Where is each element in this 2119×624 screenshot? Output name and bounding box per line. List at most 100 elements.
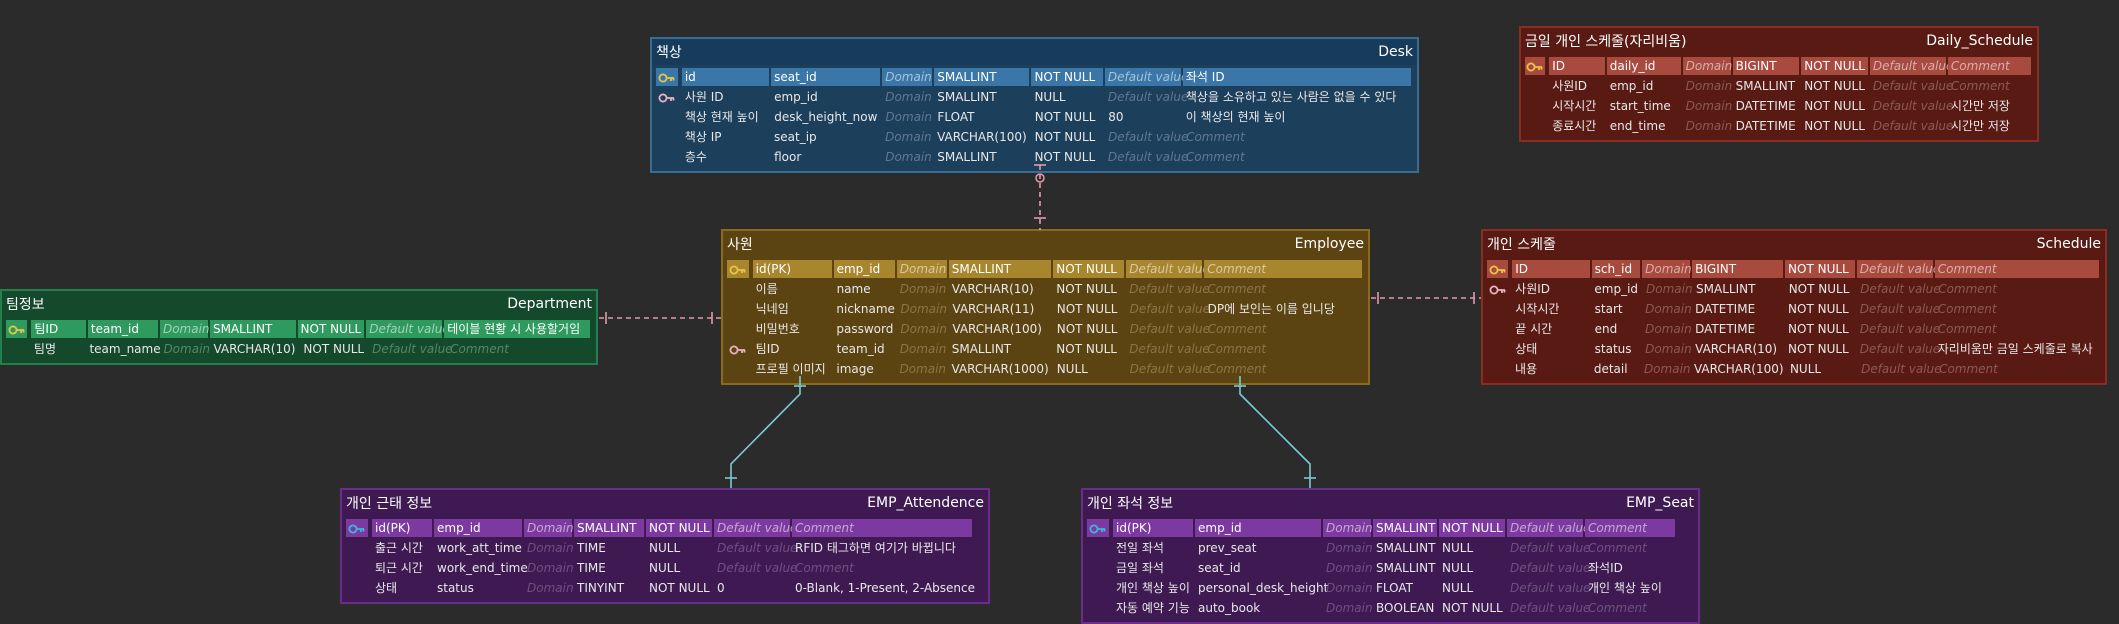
column-domain[interactable]: Domain bbox=[1645, 322, 1692, 336]
column-nullability[interactable]: NOT NULL bbox=[1804, 99, 1865, 113]
column-comment[interactable]: 테이블 현황 시 사용할거임 bbox=[444, 320, 591, 338]
column-data-type[interactable]: SMALLINT bbox=[948, 260, 1052, 278]
column-default-value[interactable]: Default value bbox=[1126, 260, 1210, 278]
column-nullability[interactable]: NOT NULL bbox=[649, 581, 710, 595]
column-data-type[interactable]: SMALLINT bbox=[934, 68, 1030, 86]
column-domain[interactable]: Domain bbox=[885, 110, 932, 124]
column-comment[interactable]: 0-Blank, 1-Present, 2-Absence bbox=[795, 581, 976, 595]
column-data-type[interactable]: SMALLINT bbox=[574, 519, 644, 537]
column-physical-name[interactable]: password bbox=[836, 322, 894, 336]
column-logical-name[interactable]: 자동 예약 기능 bbox=[1116, 601, 1190, 615]
column-nullability[interactable]: NULL bbox=[1034, 90, 1066, 104]
column-domain[interactable]: Domain bbox=[1326, 581, 1373, 595]
column-default-value[interactable]: 80 bbox=[1108, 110, 1124, 124]
column-data-type[interactable]: SMALLINT bbox=[209, 320, 296, 338]
column-default-value[interactable]: Default value bbox=[1510, 601, 1591, 615]
column-physical-name[interactable]: seat_id bbox=[771, 68, 881, 86]
column-physical-name[interactable]: prev_seat bbox=[1198, 541, 1257, 555]
column-nullability[interactable]: NOT NULL bbox=[1053, 260, 1125, 278]
column-default-value[interactable]: Default value bbox=[1861, 362, 1942, 376]
column-default-value[interactable]: Default value bbox=[372, 342, 453, 356]
column-data-type[interactable]: VARCHAR(10) bbox=[213, 342, 296, 356]
column-data-type[interactable]: BIGINT bbox=[1732, 57, 1800, 75]
column-default-value[interactable]: Default value bbox=[1507, 519, 1590, 537]
column-nullability[interactable]: NOT NULL bbox=[1034, 150, 1096, 164]
column-logical-name[interactable]: 상태 bbox=[1515, 342, 1538, 356]
column-comment[interactable]: 자리비움만 금일 스케줄로 복사 bbox=[1937, 342, 2093, 356]
column-physical-name[interactable]: emp_id bbox=[1609, 79, 1654, 93]
column-nullability[interactable]: NOT NULL bbox=[297, 320, 365, 338]
column-data-type[interactable]: VARCHAR(10) bbox=[951, 282, 1034, 296]
column-nullability[interactable]: NOT NULL bbox=[646, 519, 712, 537]
column-domain[interactable]: Domain bbox=[899, 282, 947, 296]
column-nullability[interactable]: NOT NULL bbox=[303, 342, 365, 356]
column-data-type[interactable]: SMALLINT bbox=[1735, 79, 1796, 93]
column-domain[interactable]: Domain bbox=[1326, 561, 1373, 575]
column-domain[interactable]: Domain bbox=[1323, 519, 1373, 537]
column-comment[interactable]: Comment bbox=[1937, 322, 1997, 336]
column-domain[interactable]: Domain bbox=[1646, 282, 1693, 296]
entity-header[interactable]: 금일 개인 스케줄(자리비움)Daily_Schedule bbox=[1521, 28, 2037, 54]
column-nullability[interactable]: NOT NULL bbox=[1439, 519, 1505, 537]
column-comment[interactable]: 좌석ID bbox=[1588, 561, 1623, 575]
column-logical-name[interactable]: 시작시간 bbox=[1552, 99, 1597, 113]
column-comment[interactable]: Comment bbox=[795, 561, 854, 575]
column-physical-name[interactable]: sch_id bbox=[1591, 260, 1641, 278]
column-logical-name[interactable]: 종료시간 bbox=[1552, 119, 1597, 133]
column-domain[interactable]: Domain bbox=[1642, 260, 1692, 278]
column-comment[interactable]: DP에 보인는 이름 입니당 bbox=[1207, 302, 1335, 316]
column-nullability[interactable]: NOT NULL bbox=[1788, 322, 1849, 336]
column-nullability[interactable]: NOT NULL bbox=[1788, 302, 1849, 316]
column-default-value[interactable]: Default value bbox=[1860, 282, 1941, 296]
column-logical-name[interactable]: 시작시간 bbox=[1515, 302, 1560, 316]
column-domain[interactable]: Domain bbox=[527, 541, 574, 555]
column-data-type[interactable]: VARCHAR(10) bbox=[1695, 342, 1778, 356]
column-default-value[interactable]: Default value bbox=[1872, 99, 1954, 113]
column-physical-name[interactable]: emp_id bbox=[1195, 519, 1321, 537]
column-physical-name[interactable]: image bbox=[836, 362, 874, 376]
column-domain[interactable]: Domain bbox=[899, 342, 947, 356]
column-comment[interactable]: Comment bbox=[1204, 260, 1362, 278]
column-logical-name[interactable]: ID bbox=[1512, 260, 1590, 278]
column-comment[interactable]: 시간만 저장 bbox=[1950, 119, 2010, 133]
column-logical-name[interactable]: 사원 ID bbox=[684, 90, 724, 104]
column-physical-name[interactable]: daily_id bbox=[1606, 57, 1681, 75]
column-physical-name[interactable]: team_name bbox=[89, 342, 161, 356]
column-physical-name[interactable]: emp_id bbox=[434, 519, 522, 537]
column-default-value[interactable]: Default value bbox=[1107, 150, 1189, 164]
column-comment[interactable]: Comment bbox=[1937, 302, 1997, 316]
column-logical-name[interactable]: id(PK) bbox=[752, 260, 832, 278]
column-data-type[interactable]: VARCHAR(100) bbox=[952, 322, 1042, 336]
column-nullability[interactable]: NOT NULL bbox=[1034, 110, 1096, 124]
column-comment[interactable]: Comment bbox=[1186, 130, 1245, 144]
column-comment[interactable]: Comment bbox=[1585, 519, 1675, 537]
column-domain[interactable]: Domain bbox=[527, 561, 574, 575]
column-logical-name[interactable]: 퇴근 시간 bbox=[375, 561, 423, 575]
column-logical-name[interactable]: 전일 좌석 bbox=[1116, 541, 1164, 555]
column-logical-name[interactable]: id(PK) bbox=[1113, 519, 1193, 537]
column-comment[interactable]: Comment bbox=[1939, 362, 1998, 376]
column-comment[interactable]: Comment bbox=[1207, 362, 1267, 376]
column-physical-name[interactable]: start bbox=[1594, 302, 1623, 316]
column-data-type[interactable]: FLOAT bbox=[937, 110, 975, 124]
column-default-value[interactable]: Default value bbox=[1108, 130, 1189, 144]
column-nullability[interactable]: NOT NULL bbox=[1056, 302, 1118, 316]
column-default-value[interactable]: Default value bbox=[1872, 119, 1954, 133]
relationship-employee-attendence[interactable] bbox=[730, 376, 801, 488]
column-logical-name[interactable]: 상태 bbox=[375, 581, 398, 595]
column-comment[interactable]: Comment bbox=[1934, 260, 2099, 278]
column-default-value[interactable]: Default value bbox=[1129, 362, 1211, 376]
